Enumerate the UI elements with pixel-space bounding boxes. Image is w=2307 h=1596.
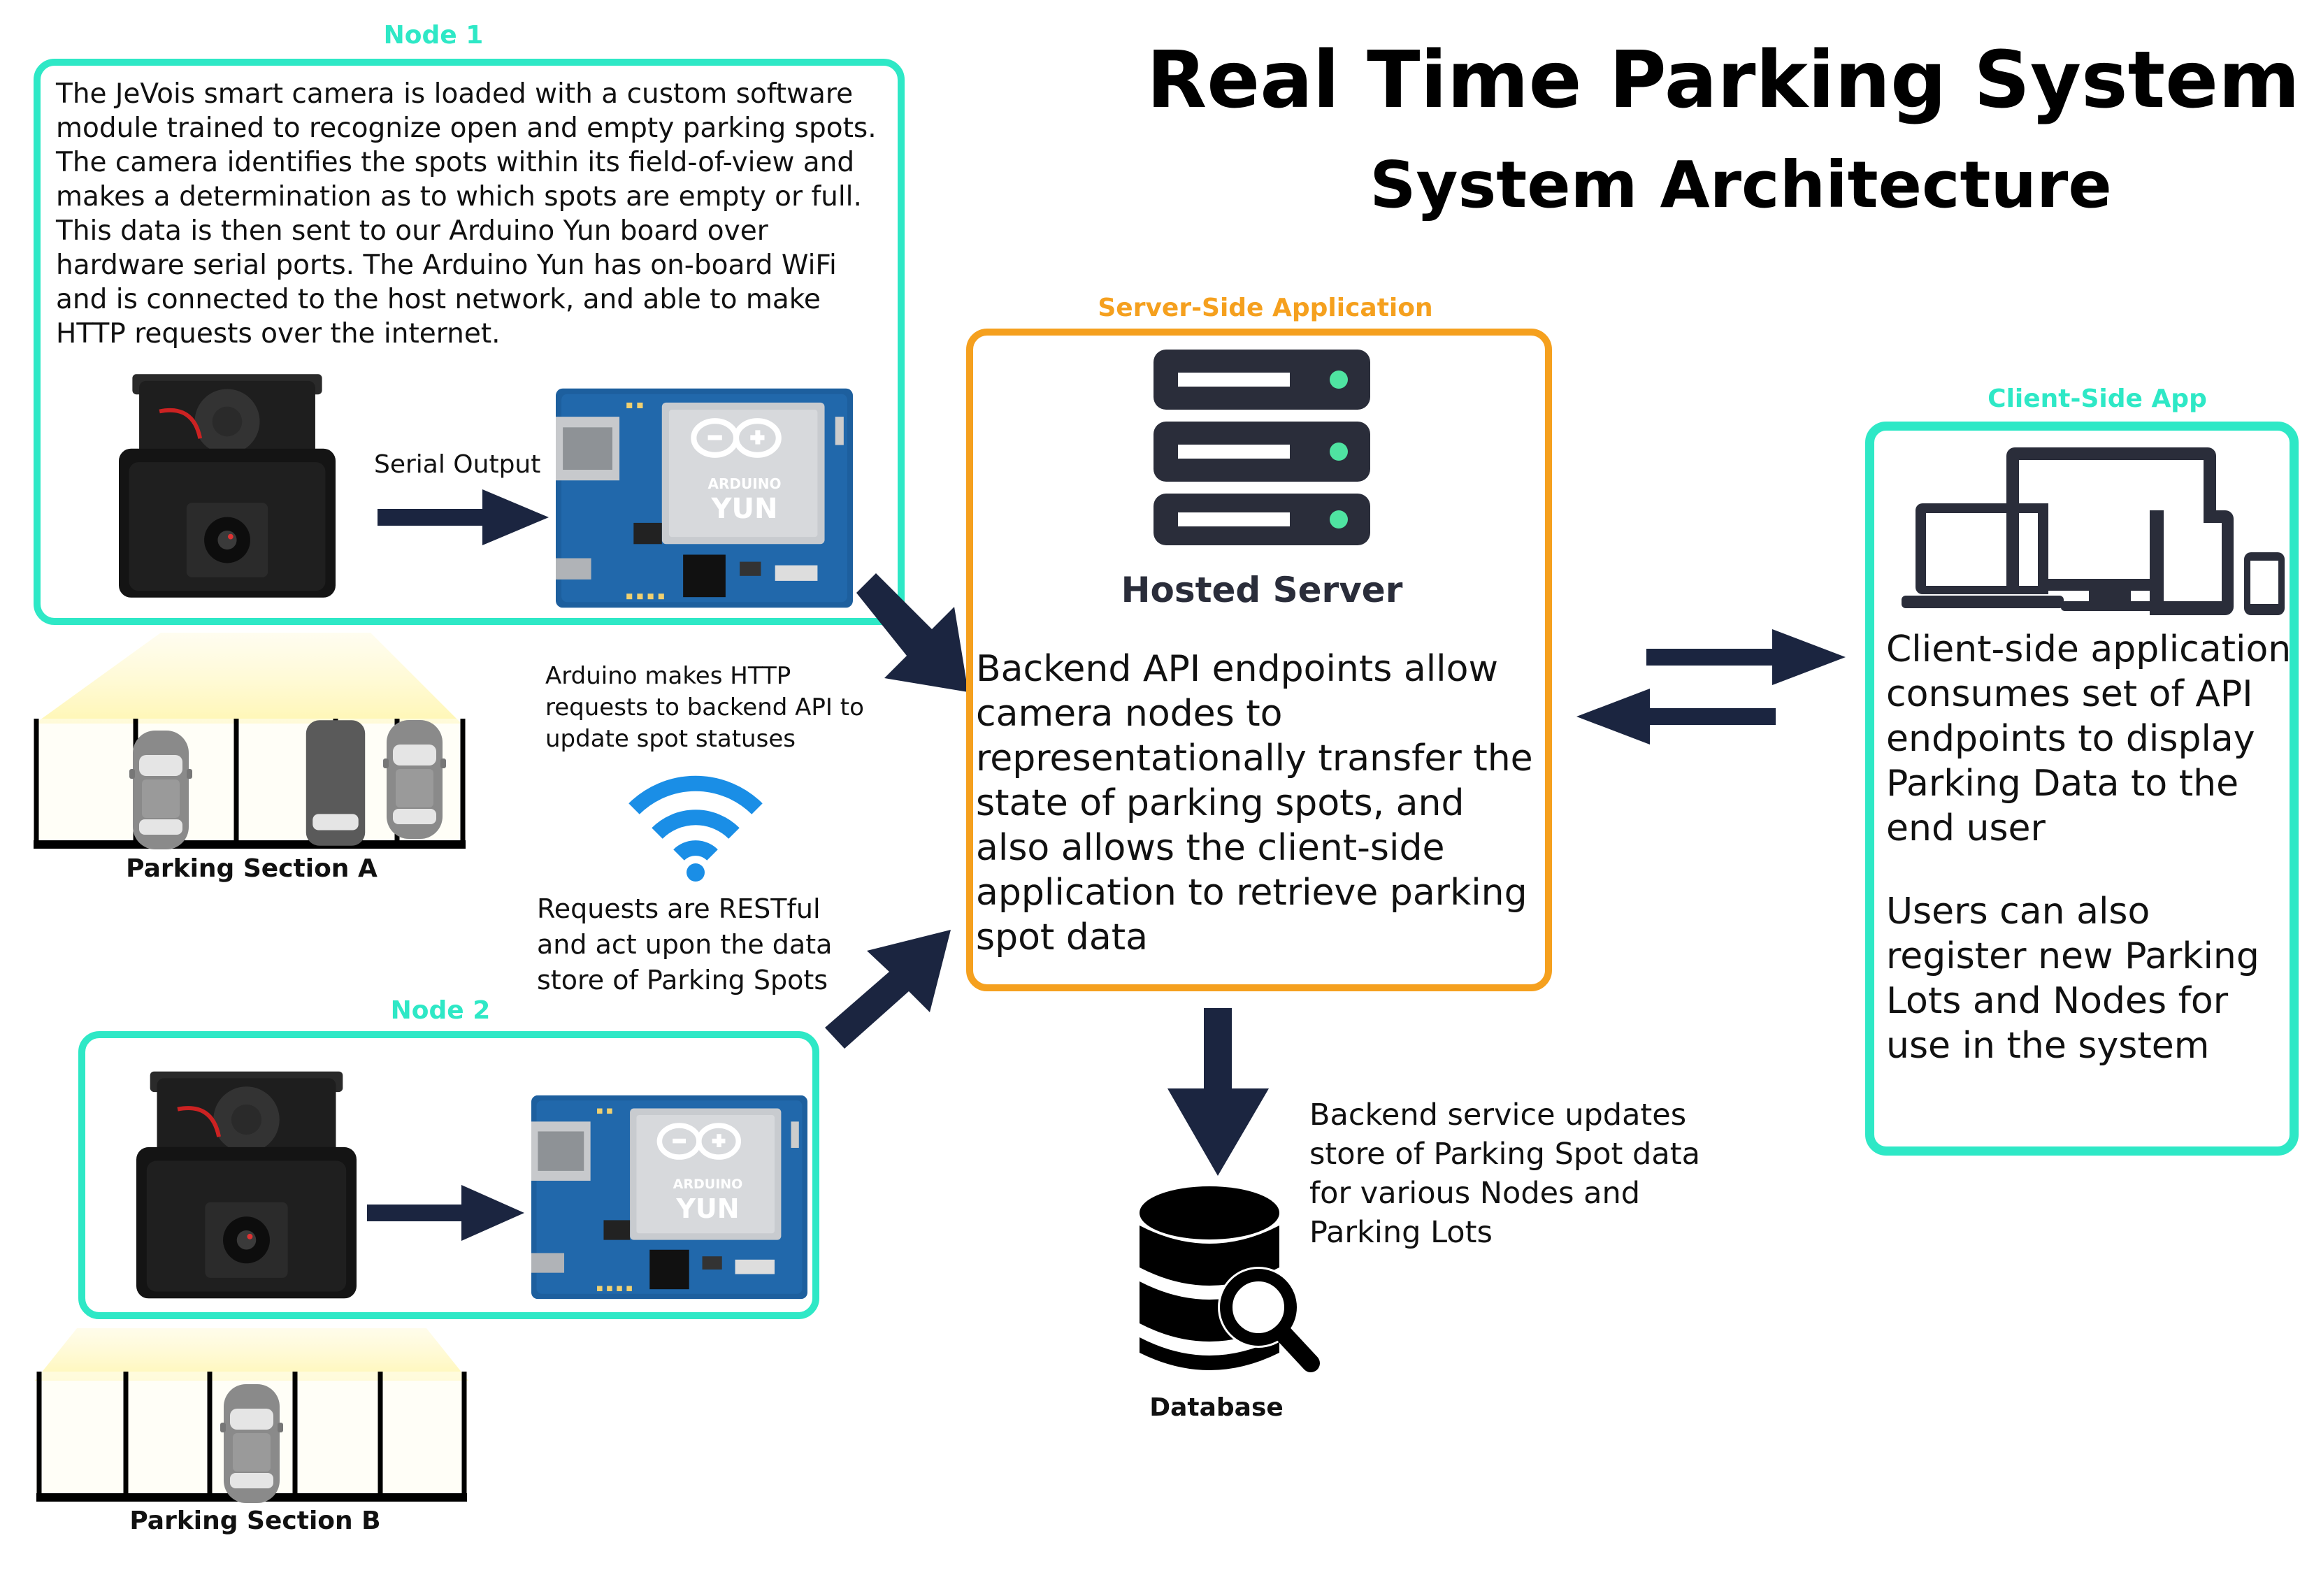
serial-output-label: Serial Output [374,450,541,479]
board-brand: ARDUINO [673,1177,743,1192]
board-model: YUN [676,1193,740,1224]
arrow-icon [367,1185,524,1241]
camera-view-beam-b [35,1328,468,1381]
server-description: Backend API endpoints allow camera nodes… [976,648,1533,958]
parking-section-b-label: Parking Section B [129,1507,381,1535]
camera-icon [136,1070,357,1300]
server-label: Server-Side Application [1098,294,1433,322]
camera-icon [119,371,336,601]
serial-arrow-icon [378,489,549,545]
page-title: Real Time Parking System [1147,35,2300,126]
database-label: Database [1149,1393,1284,1422]
rest-note: Requests are RESTful and act upon the da… [537,893,833,995]
arrow-icon [1167,1008,1269,1176]
node1-description: The JeVois smart camera is loaded with a… [56,78,877,350]
arrow-icon [1576,689,1776,745]
http-note: Arduino makes HTTP requests to backend A… [545,662,864,753]
arrow-icon [856,573,968,692]
server-icon [1154,350,1370,545]
client-description: Client-side application consumes set of … [1886,628,2292,849]
database-note: Backend service updates store of Parking… [1309,1098,1700,1250]
server-caption: Hosted Server [1121,570,1403,610]
arduino-board-icon: ARDUINO YUN [531,1094,807,1300]
wifi-icon [628,775,763,882]
client-label: Client-Side App [1988,384,2207,413]
arduino-board-icon: ARDUINO YUN [556,388,853,608]
server-box [966,329,1552,991]
devices-icon [1902,447,2285,615]
page-subtitle: System Architecture [1370,148,2112,222]
arrow-icon [1646,629,1846,685]
node1-label: Node 1 [383,21,484,50]
arrow-icon [825,930,951,1049]
car-icon [220,1381,283,1507]
camera-view-beam-a [35,633,461,724]
board-brand: ARDUINO [707,475,782,492]
node2-label: Node 2 [390,996,491,1025]
car-icon [129,727,192,853]
client-description-2: Users can also register new Parking Lots… [1886,891,2259,1067]
car-icon [383,717,446,842]
car-icon [306,720,366,846]
board-model: YUN [711,493,778,525]
parking-section-a-label: Parking Section A [126,854,378,883]
database-search-icon [1140,1186,1320,1372]
